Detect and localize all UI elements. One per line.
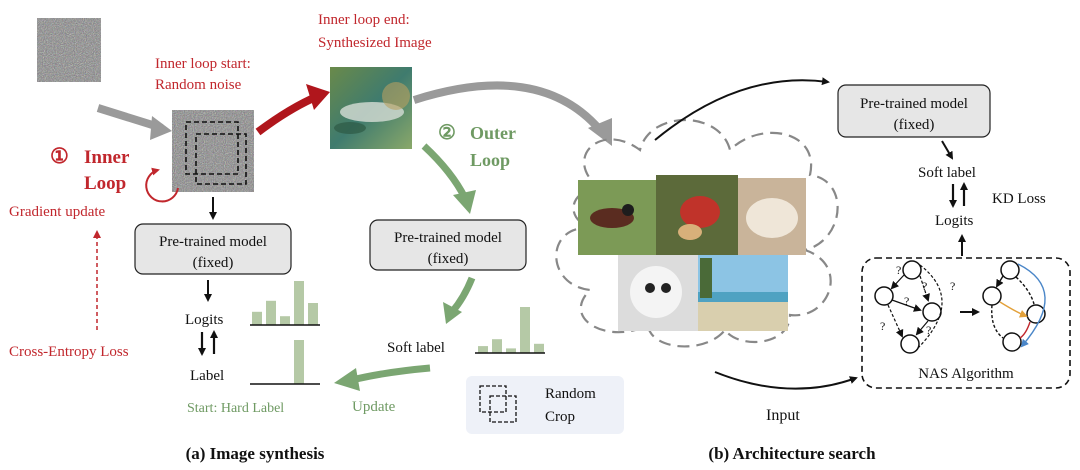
soft-bar-1 [492,339,502,353]
random-crop-legend: Random Crop [466,376,624,434]
question-mark-4: ? [880,319,885,333]
image-cloud [555,119,839,348]
gray-arrow-to-cloud [412,81,604,133]
logits-bar-2 [280,316,290,325]
green-arrow-to-soft-label [449,276,476,315]
model-left-line1: Pre-trained model [159,234,267,250]
logits-bar-1 [266,300,276,325]
noise-image [37,18,101,82]
search-graph-left-edges [887,264,943,349]
soft-bar-2 [506,348,516,353]
arrow-model-to-softlabel [941,140,954,160]
kd-loss: KD Loss [992,191,1046,207]
label-text: Label [190,368,224,384]
inner-start-line2: Random noise [155,77,242,93]
question-mark-1: ? [896,263,901,277]
inner-end-line2: Synthesized Image [318,35,432,51]
soft-bar-4 [534,343,544,353]
green-update-arrow [351,364,431,384]
logits-right: Logits [935,213,973,229]
search-graph-left [874,260,942,354]
caption-image-synthesis: (a) Image synthesis [186,444,325,463]
soft-label-right: Soft label [918,165,976,181]
soft-label-mid: Soft label [387,340,445,356]
model-mid-line1: Pre-trained model [394,230,502,246]
red-arrowhead [306,84,330,110]
question-mark-6: ? [950,279,955,293]
question-mark-3: ? [904,294,909,308]
model-box-right: Pre-trained model (fixed) [837,84,991,138]
label-bar-3 [294,340,304,384]
question-marks: ? ? ? ? ? ? [880,263,955,337]
logits-bar-4 [308,303,318,325]
gray-arrowhead-1 [150,116,172,140]
update-text: Update [352,399,396,415]
model-right-line1: Pre-trained model [860,96,968,112]
inner-end-line1: Inner loop end: [318,12,410,28]
logits-bar-chart [252,281,318,325]
search-graph-right-edges [991,263,1046,348]
inner-loop-number: ① [50,144,69,168]
cross-entropy-loss: Cross-Entropy Loss [9,344,129,360]
start-hard-label: Start: Hard Label [187,401,284,416]
soft-bar-0 [478,346,488,353]
green-arrowhead-3 [334,368,360,391]
gradient-update: Gradient update [9,204,106,220]
search-graph-right [982,260,1046,352]
logits-label: Logits [185,312,223,328]
nas-box: ? ? ? ? ? ? NAS Algorithm [861,257,1071,389]
green-arrowhead-2 [443,302,462,324]
inner-start-line1: Inner loop start: [155,56,251,72]
model-box-mid: Pre-trained model (fixed) [369,219,527,271]
logits-bar-3 [294,281,304,325]
soft-bar-3 [520,307,530,353]
red-arrow-to-synth [255,92,320,136]
input-label: Input [766,407,800,424]
outer-loop-line1: Outer [470,123,516,143]
inner-loop-line2: Loop [84,173,126,194]
legend-line2: Crop [545,409,575,425]
outer-loop-number: ② [438,122,456,144]
green-arrowhead-1 [453,190,476,214]
logits-bar-0 [252,311,262,325]
green-arrow-to-mid-model [421,143,469,200]
nas-algorithm-label: NAS Algorithm [918,366,1014,382]
arrow-cloud-to-nas [714,371,858,390]
crop-noise-image [172,110,254,192]
label-bar-chart [294,340,304,384]
inner-loop-line1: Inner [84,147,130,168]
image-collage [578,175,806,331]
question-mark-5: ? [926,323,931,337]
gradient-loop-arrow [145,167,179,203]
soft-label-bar-chart [478,307,544,353]
outer-loop-line2: Loop [470,150,510,170]
model-box-left: Pre-trained model (fixed) [134,223,292,275]
model-mid-line2: (fixed) [428,251,469,267]
model-left-line2: (fixed) [193,255,234,271]
model-right-line2: (fixed) [894,117,935,133]
legend-line1: Random [545,386,596,402]
caption-architecture-search: (b) Architecture search [708,444,876,463]
arrow-cloud-to-model [654,77,830,141]
question-mark-2: ? [922,279,927,293]
synthesized-image [330,67,412,149]
